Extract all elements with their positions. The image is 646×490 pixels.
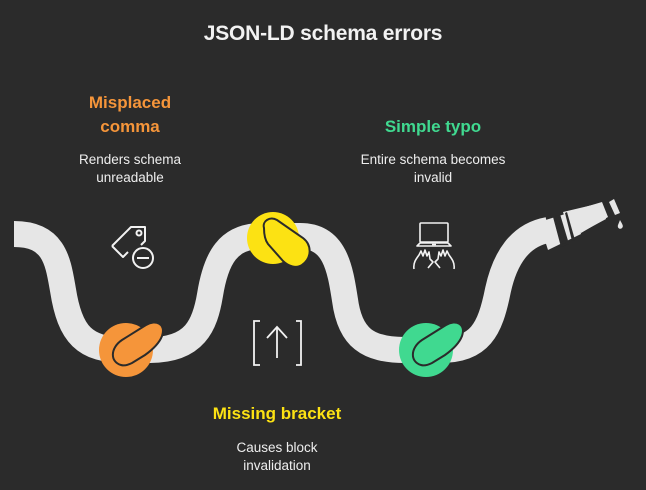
- laptop-typing-icon: [413, 222, 455, 270]
- misplaced-comma-label-line1: Misplaced: [88, 93, 172, 112]
- misplaced-comma-label: Misplaced comma: [60, 91, 200, 139]
- knot-yellow: [247, 212, 311, 268]
- simple-typo-description: Entire schema becomes invalid: [333, 151, 533, 187]
- knot-green: [399, 321, 464, 377]
- missing-bracket-label-line1: Missing bracket: [212, 404, 342, 423]
- misplaced-comma-desc-line2: unreadable: [96, 170, 164, 185]
- simple-typo-desc-line2: invalid: [413, 170, 453, 185]
- missing-bracket-desc-line2: invalidation: [243, 458, 311, 473]
- tag-minus-icon: [111, 226, 154, 269]
- diagram-title: JSON-LD schema errors: [203, 22, 443, 45]
- knot-orange: [99, 321, 164, 377]
- missing-bracket-description: Causes block invalidation: [197, 439, 357, 475]
- misplaced-comma-desc-line1: Renders schema: [78, 152, 182, 167]
- missing-bracket-label: Missing bracket: [187, 402, 367, 426]
- bracket-upload-icon: [253, 320, 302, 366]
- simple-typo-label-line1: Simple typo: [384, 117, 482, 136]
- missing-bracket-desc-line1: Causes block: [236, 440, 318, 455]
- misplaced-comma-description: Renders schema unreadable: [50, 151, 210, 187]
- simple-typo-label: Simple typo: [333, 115, 533, 139]
- water-drop: [617, 220, 623, 229]
- simple-typo-desc-line1: Entire schema becomes: [360, 152, 506, 167]
- misplaced-comma-label-line2: comma: [100, 117, 160, 136]
- hose-nozzle: [539, 199, 623, 250]
